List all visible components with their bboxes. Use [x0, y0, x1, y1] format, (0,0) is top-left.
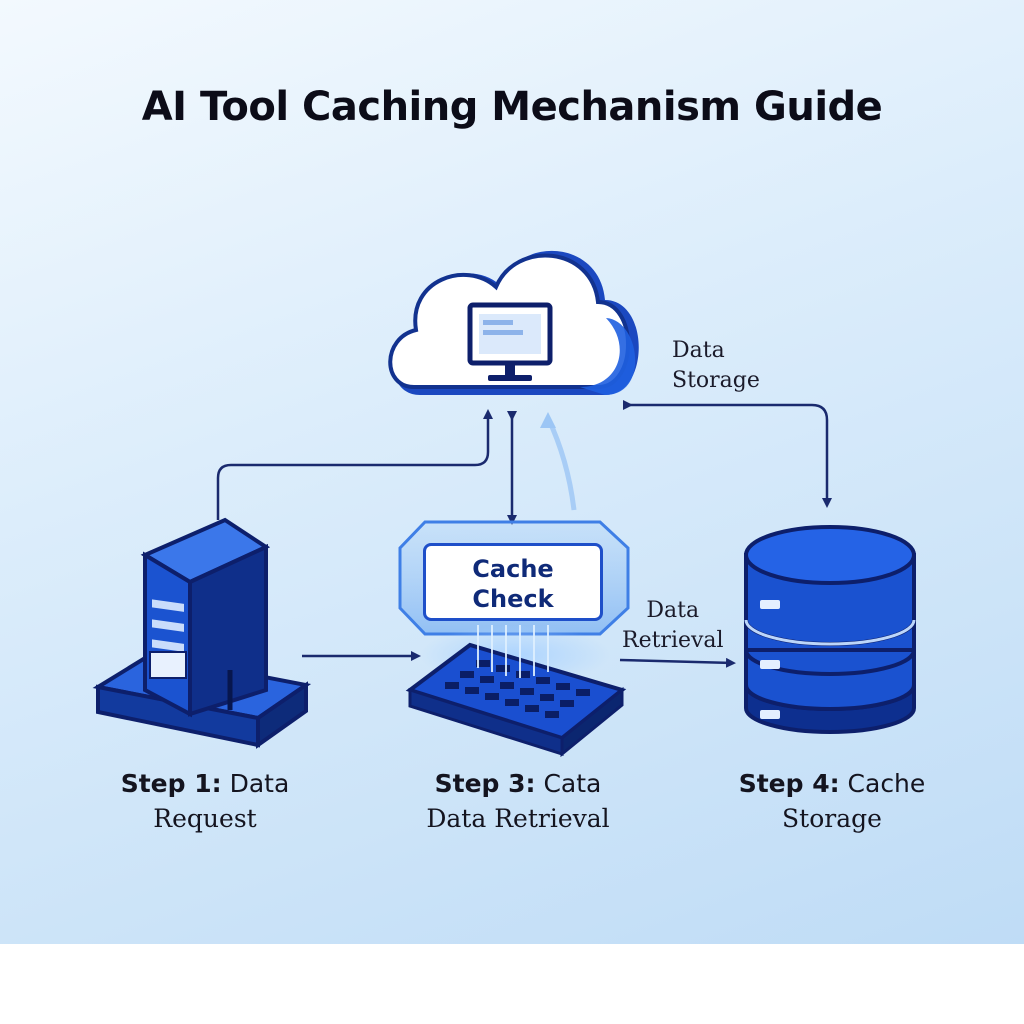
data-storage-line1: Data [672, 338, 725, 363]
step-4-prefix: Step 4: [738, 769, 840, 798]
step-1-prefix: Step 1: [120, 769, 222, 798]
page-title: AI Tool Caching Mechanism Guide [141, 84, 883, 130]
data-retrieval-label: Data Retrieval [622, 596, 724, 656]
database-icon [744, 525, 916, 734]
step-3-prefix: Step 3: [434, 769, 536, 798]
data-retrieval-line2: Retrieval [622, 628, 724, 653]
connector-chip-to-database [619, 657, 736, 668]
step-4-subtitle: Storage [782, 804, 882, 833]
step-3-subtitle: Data Retrieval [426, 804, 610, 833]
step-4-caption: Step 4: Cache Storage [712, 766, 952, 836]
connector-server-to-cloud [216, 409, 493, 520]
data-storage-line2: Storage [672, 368, 760, 393]
cache-check-box: Cache Check [423, 543, 603, 621]
footer-strip [0, 944, 1024, 1024]
processor-chip-icon [405, 625, 627, 758]
step-3-title: Cata [535, 769, 602, 798]
step-1-title: Data [221, 769, 290, 798]
cache-check-line2: Check [472, 585, 554, 613]
step-3-caption: Step 3: Cata Data Retrieval [398, 766, 638, 836]
data-retrieval-line1: Data [646, 598, 700, 623]
step-4-title: Cache [839, 769, 926, 798]
monitor-icon [467, 302, 553, 381]
connector-glow-return [540, 412, 577, 511]
step-1-subtitle: Request [153, 804, 257, 833]
step-1-caption: Step 1: Data Request [80, 766, 330, 836]
server-icon [92, 517, 312, 749]
connector-cloud-to-database [623, 400, 832, 508]
data-storage-label: Data Storage [672, 336, 760, 396]
cache-check-line1: Cache [472, 555, 554, 583]
